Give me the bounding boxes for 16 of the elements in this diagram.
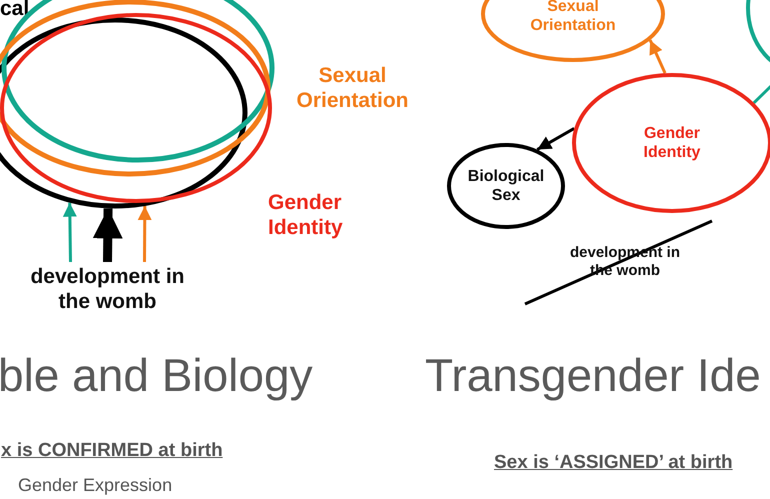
list-item: Gender Expression [18, 475, 172, 497]
subheading: Sex is ‘ASSIGNED’ at birth [494, 452, 733, 475]
subheading: x is CONFIRMED at birth [1, 440, 223, 463]
arrow [138, 206, 152, 262]
ellipse-label: Gender Identity [642, 124, 702, 162]
ellipse-label: cal [0, 0, 30, 22]
arrow [92, 208, 123, 262]
arrow [648, 40, 666, 74]
arrow [62, 202, 77, 262]
ellipse-label: Biological Sex [466, 167, 546, 206]
slide-title: Transgender Ide [425, 348, 761, 403]
node-label: development in the womb [29, 264, 186, 314]
ellipse-label: Sexual Orientation [295, 63, 410, 114]
arrow [536, 127, 575, 151]
slide-title: ble and Biology [0, 348, 313, 403]
ellipse-label: Gender Identity [268, 190, 344, 240]
